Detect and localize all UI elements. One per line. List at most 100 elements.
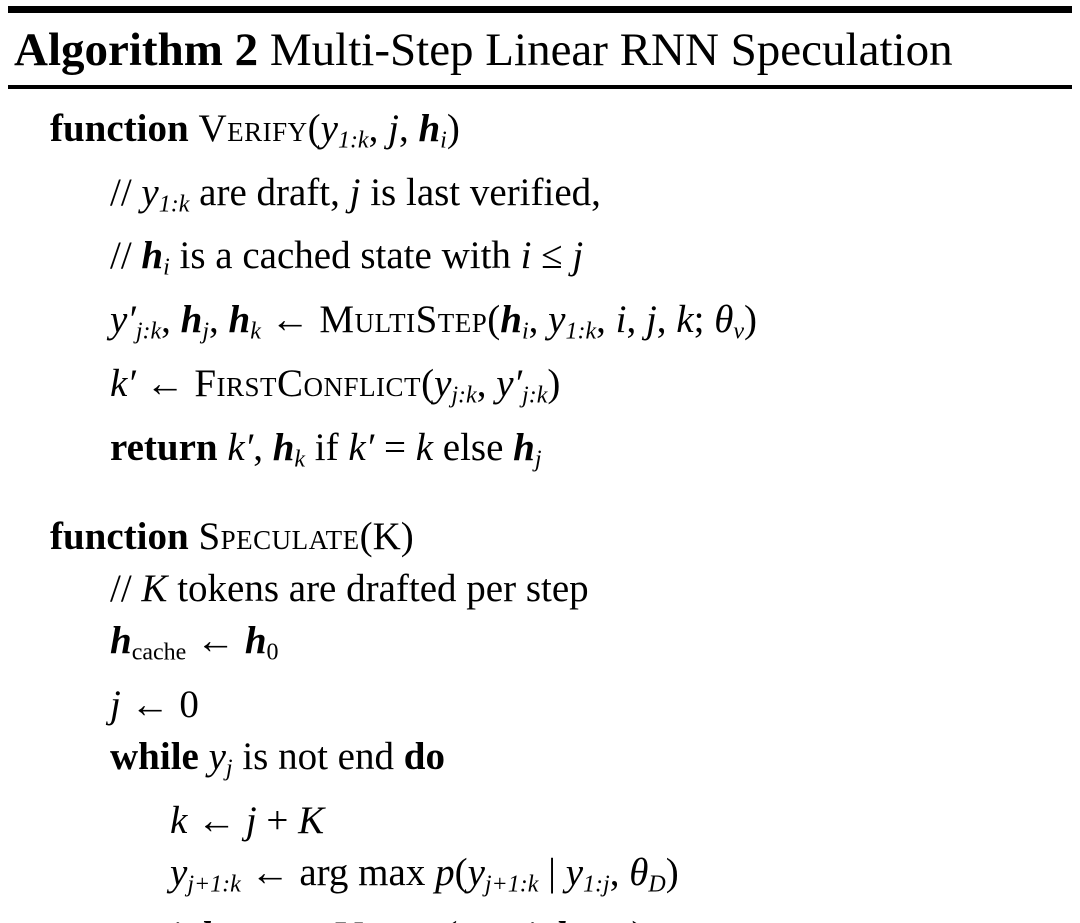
code-segment: k (170, 798, 188, 842)
code-segment: ← (277, 914, 336, 923)
code-segment: , (596, 298, 616, 342)
code-segment: v (733, 318, 745, 345)
code-segment: is a cached state with (169, 234, 521, 278)
code-segment: K (141, 567, 168, 611)
algorithm-pseudocode: function Verify(y1:k, j, hi)// y1:k are … (0, 89, 1080, 923)
code-segment: , (398, 107, 419, 150)
code-segment: ) (446, 107, 460, 150)
algorithm-title-text: Multi-Step Linear RNN Speculation (258, 24, 953, 76)
code-line: y′j:k, hj, hk ← MultiStep(hi, y1:k, i, j… (0, 294, 1080, 358)
code-segment: , (536, 914, 556, 923)
code-segment: ) (547, 361, 561, 405)
code-segment: y (170, 850, 188, 894)
code-segment: tokens are drafted per step (167, 567, 589, 611)
code-segment: = (374, 425, 416, 469)
code-segment: y (320, 107, 338, 150)
code-segment: ( (444, 914, 457, 923)
code-segment: ) (665, 850, 679, 894)
code-segment: , (626, 298, 646, 342)
code-segment: 1:k (158, 191, 190, 218)
code-segment: i (615, 298, 627, 342)
code-segment: j (534, 446, 542, 473)
top-rule (8, 6, 1072, 13)
code-segment: ← (186, 619, 245, 663)
code-segment: h (110, 619, 132, 663)
code-segment: D (648, 871, 666, 898)
code-segment: y (141, 170, 159, 214)
code-segment: y (434, 361, 452, 405)
code-segment: j (525, 914, 536, 923)
code-segment: j (572, 234, 584, 278)
code-segment: , (476, 361, 497, 405)
code-segment: k′ (110, 361, 136, 405)
code-line: while yj is not end do (0, 731, 1080, 795)
code-segment: ≤ (531, 234, 573, 278)
code-segment: 1:j (583, 871, 610, 898)
code-segment: i (440, 127, 447, 154)
code-line: k′ ← FirstConflict(yj:k, y′j:k) (0, 358, 1080, 422)
code-segment: ( (421, 361, 435, 405)
code-segment: MultiStep (319, 298, 488, 342)
code-segment: j (110, 683, 121, 727)
code-segment: y′ (496, 361, 523, 405)
code-segment: j (170, 914, 181, 923)
code-line: // hi is a cached state with i ≤ j (0, 230, 1080, 294)
code-segment: j (245, 798, 257, 842)
code-segment: j (645, 298, 657, 342)
code-segment: j (202, 318, 210, 345)
code-segment: function (50, 515, 199, 559)
code-segment: θ (714, 298, 734, 342)
code-line: j, hcache ← Verify(y1:k, j, hcache) (0, 910, 1080, 923)
code-segment: return (110, 425, 228, 469)
code-line: // y1:k are draft, j is last verified, (0, 167, 1080, 231)
code-segment: h (513, 425, 535, 469)
code-segment: k′ (348, 425, 375, 469)
code-segment: function (50, 107, 199, 150)
code-segment: , (609, 850, 630, 894)
code-segment: ← (187, 798, 246, 842)
code-segment: h (244, 619, 267, 663)
code-segment: h (180, 298, 203, 342)
code-segment: ( (487, 298, 501, 342)
code-segment: + (256, 798, 299, 842)
code-segment: j+1:k (187, 871, 241, 898)
code-segment: j:k (135, 318, 162, 345)
code-segment: k (250, 318, 261, 345)
code-segment: j+1:k (484, 871, 539, 898)
code-segment: (K) (359, 515, 414, 559)
code-segment: do (403, 735, 445, 779)
code-segment: y (208, 735, 226, 779)
code-segment: Verify (335, 914, 444, 923)
code-segment: k (415, 425, 434, 469)
code-line: k ← j + K (0, 795, 1080, 847)
code-segment: ← 0 (120, 683, 199, 727)
code-segment: is not end (232, 735, 404, 779)
code-segment: ( (307, 107, 321, 150)
code-segment: j (349, 170, 361, 214)
code-segment: | (538, 850, 566, 894)
code-segment: j:k (451, 382, 477, 409)
algorithm-title: Algorithm 2 Multi-Step Linear RNN Specul… (0, 13, 1080, 85)
code-segment: ← arg max (240, 850, 436, 894)
code-segment: h (500, 298, 522, 342)
code-segment: h (272, 425, 295, 469)
code-line: j ← 0 (0, 679, 1080, 731)
code-segment: // (110, 170, 142, 214)
code-segment: i (520, 234, 532, 278)
title-rule (8, 85, 1072, 89)
code-segment: k (676, 298, 694, 342)
code-segment: ) (744, 298, 758, 342)
code-segment: j:k (522, 382, 548, 409)
code-line: function Verify(y1:k, j, hi) (0, 103, 1080, 167)
code-line: // K tokens are drafted per step (0, 563, 1080, 615)
code-segment: FirstConflict (194, 361, 422, 405)
code-segment: is last verified, (360, 170, 601, 214)
code-segment: h (555, 914, 577, 923)
code-segment: , (209, 298, 229, 342)
code-segment: cache (131, 640, 187, 667)
code-segment: 0 (266, 640, 279, 667)
algorithm-title-label: Algorithm 2 (14, 24, 259, 76)
code-segment: h (141, 234, 164, 278)
code-segment: 1:k (337, 127, 369, 154)
code-segment: h (228, 298, 251, 342)
